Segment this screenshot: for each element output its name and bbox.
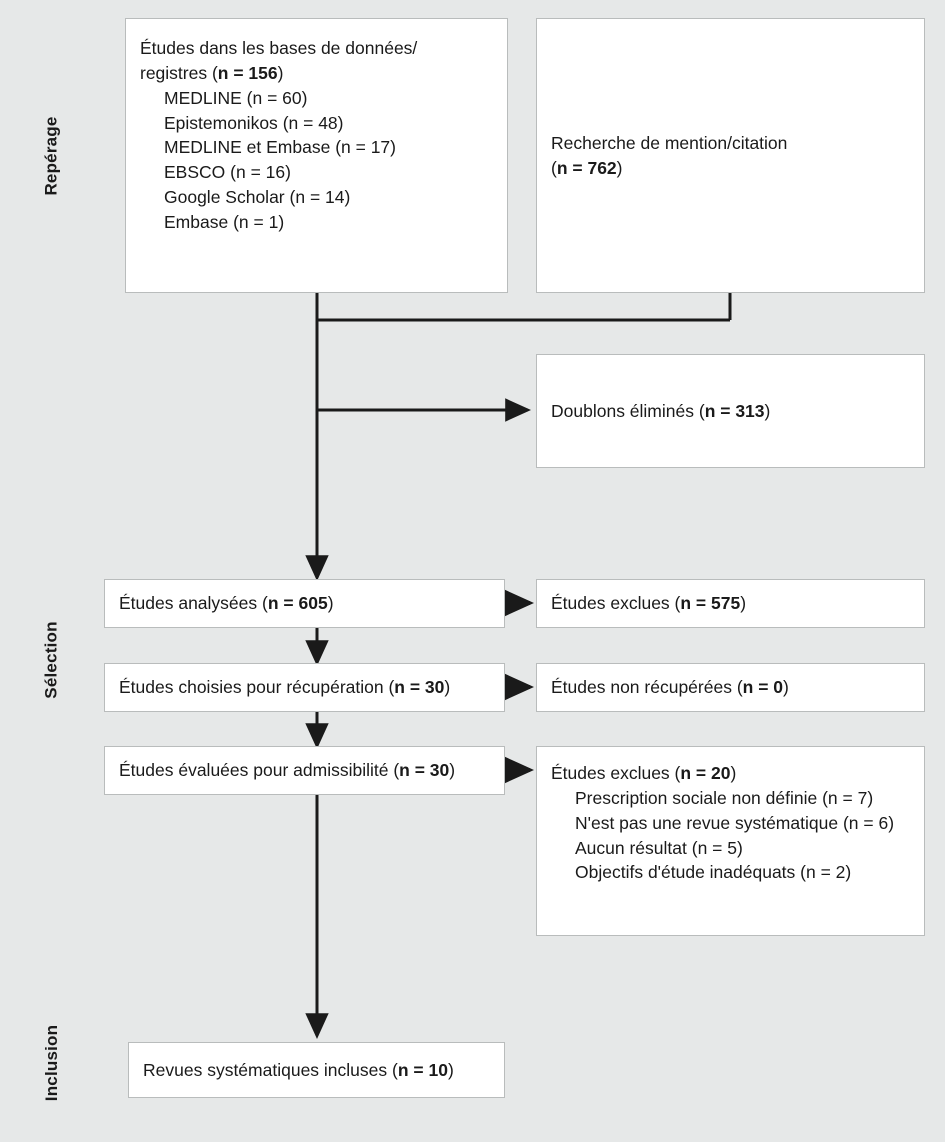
box-databases-registers: Études dans les bases de données/ regist… [125, 18, 508, 293]
box-included-systematic-reviews: Revues systématiques incluses (n = 10) [128, 1042, 505, 1098]
included-count: n = 10 [397, 1059, 448, 1080]
included-label: Revues systématiques incluses (n = 10) [143, 1059, 454, 1080]
list-item: MEDLINE et Embase (n = 17) [164, 137, 396, 158]
citation-search-line1: Recherche de mention/citation [551, 132, 788, 153]
screened-count: n = 605 [267, 593, 328, 614]
list-item: Aucun résultat (n = 5) [575, 837, 743, 858]
list-item: N'est pas une revue systématique (n = 6) [575, 812, 895, 833]
box-studies-excluded-reasons: Études exclues (n = 20) Prescription soc… [536, 746, 925, 936]
databases-title-line1: Études dans les bases de données/ [140, 38, 418, 58]
not-retrieved-count: n = 0 [742, 677, 784, 698]
screened-excluded-count: n = 575 [680, 593, 741, 614]
stage-label-included: Inclusion [41, 1024, 61, 1101]
stage-label-screening: Sélection [41, 621, 61, 699]
citation-search-line2: (n = 762) [551, 157, 623, 178]
assessed-excluded-count: n = 20 [680, 763, 731, 783]
assessed-label: Études évaluées pour admissibilité (n = … [119, 760, 456, 781]
list-item: Embase (n = 1) [164, 211, 285, 232]
sought-count: n = 30 [394, 677, 445, 698]
screened-excluded-label: Études exclues (n = 575) [551, 593, 747, 614]
assessed-count: n = 30 [399, 760, 450, 781]
stage-label-identification: Repérage [42, 115, 61, 196]
box-studies-excluded-screening: Études exclues (n = 575) [536, 579, 925, 628]
box-studies-not-retrieved: Études non récupérées (n = 0) [536, 663, 925, 712]
box-studies-assessed-eligibility: Études évaluées pour admissibilité (n = … [104, 746, 505, 795]
box-citation-search: Recherche de mention/citation (n = 762) [536, 18, 925, 293]
list-item: Epistemonikos (n = 48) [164, 112, 344, 133]
duplicates-label: Doublons éliminés (n = 313) [551, 400, 771, 421]
duplicates-count: n = 313 [704, 400, 765, 421]
sought-label: Études choisies pour récupération (n = 3… [119, 677, 451, 698]
not-retrieved-label: Études non récupérées (n = 0) [551, 677, 789, 698]
list-item: Google Scholar (n = 14) [164, 187, 351, 208]
citation-search-count: n = 762 [556, 157, 617, 178]
assessed-excluded-label: Études exclues (n = 20) [551, 763, 737, 783]
list-item: Prescription sociale non définie (n = 7) [575, 787, 874, 808]
list-item: MEDLINE (n = 60) [164, 87, 308, 108]
box-studies-sought-retrieval: Études choisies pour récupération (n = 3… [104, 663, 505, 712]
box-duplicates-removed: Doublons éliminés (n = 313) [536, 354, 925, 468]
box-studies-screened: Études analysées (n = 605) [104, 579, 505, 628]
screened-label: Études analysées (n = 605) [119, 593, 334, 614]
list-item: EBSCO (n = 16) [164, 162, 291, 183]
list-item: Objectifs d'étude inadéquats (n = 2) [575, 862, 852, 883]
databases-title-line2: registres (n = 156) [140, 62, 284, 83]
databases-count: n = 156 [217, 62, 278, 83]
